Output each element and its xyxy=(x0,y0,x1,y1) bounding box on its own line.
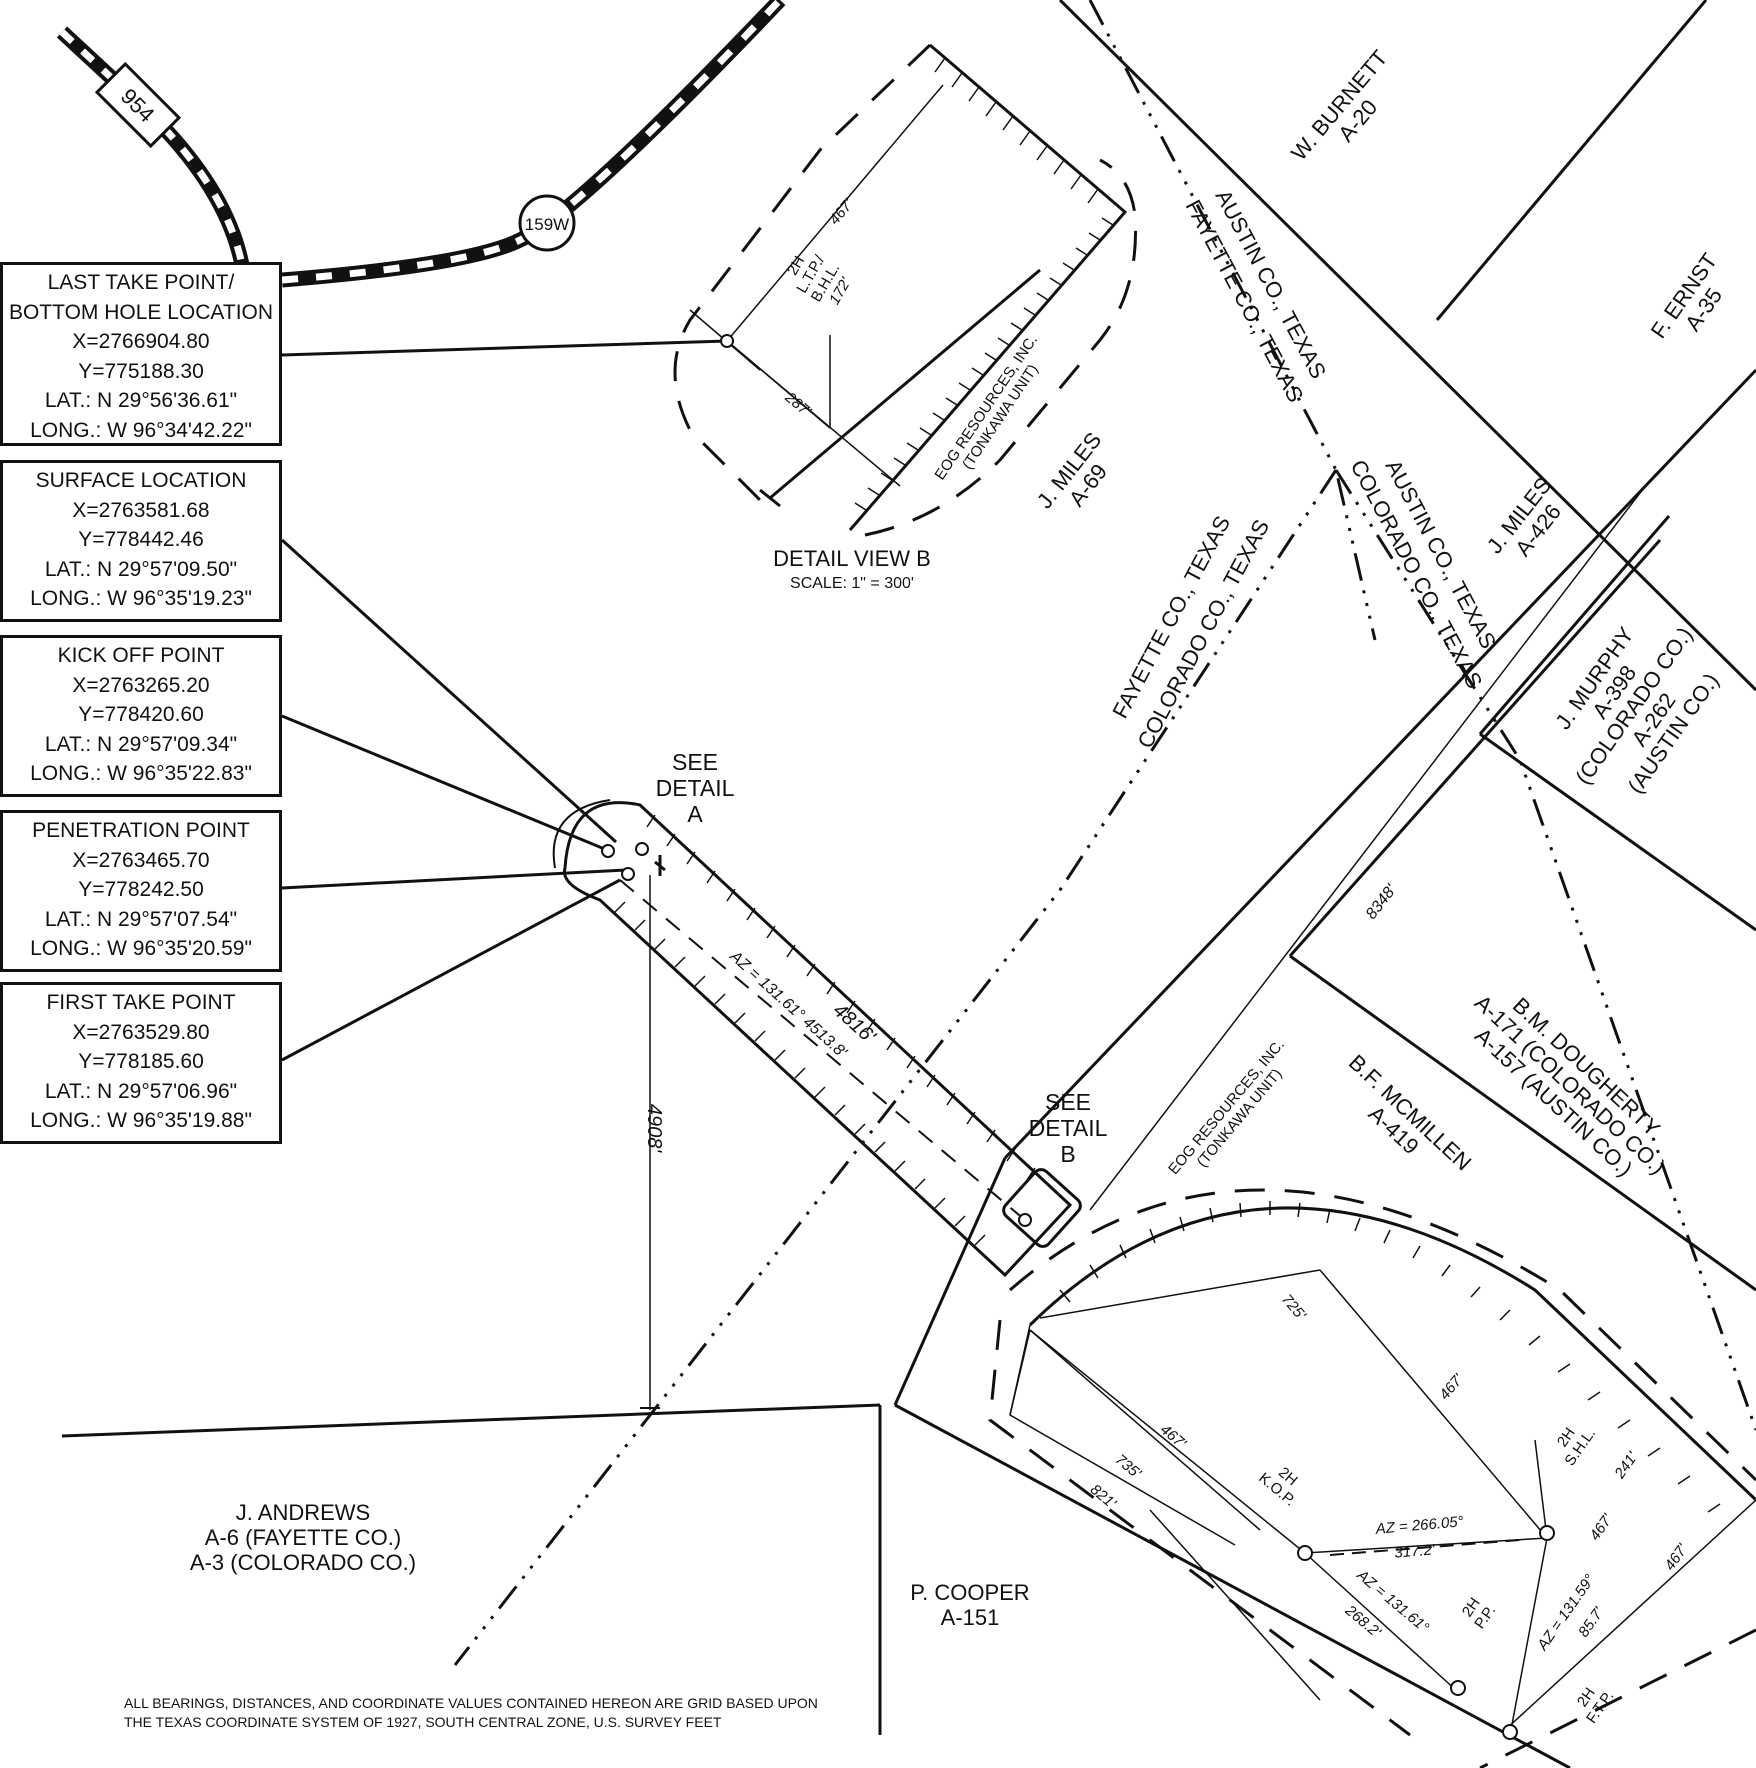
survey-cooper-abstract: A-151 xyxy=(941,1605,1000,1630)
detail-b-dim-467: 467' xyxy=(826,195,858,228)
penetration-point-box: PENETRATION POINT X=2763465.70 Y=778242.… xyxy=(0,810,282,972)
ftp-y: Y=778185.60 xyxy=(78,1050,204,1073)
survey-andrews-name: J. ANDREWS xyxy=(236,1500,370,1525)
survey-andrews-a6: A-6 (FAYETTE CO.) xyxy=(205,1525,401,1550)
survey-cooper-name: P. COOPER xyxy=(910,1580,1029,1605)
county-labels: AUSTIN CO., TEXAS FAYETTE CO., TEXAS AUS… xyxy=(1107,186,1501,753)
shl-x: X=2763581.68 xyxy=(72,498,210,522)
survey-dougherty-a171: A-171 (COLORADO CO.) xyxy=(1470,990,1670,1179)
lateral-azimuth: AZ = 131.61° 4513.8' xyxy=(726,947,851,1062)
road-159w: 159W xyxy=(281,0,786,288)
ltp-title-1: LAST TAKE POINT/ xyxy=(47,271,235,294)
road-954: 954 xyxy=(56,26,250,267)
detail-view-b: 467' 287' 2H L.T.P./ B.H.L. 172' EOG RES… xyxy=(673,43,1138,592)
ftp-long: LONG.: W 96°35'19.88" xyxy=(30,1109,252,1132)
ltp-x: X=2766904.80 xyxy=(72,330,210,353)
detail-view-b-scale: SCALE: 1" = 300' xyxy=(790,575,914,592)
detail-a-dim-735: 735' xyxy=(1112,1451,1145,1483)
pp-y: Y=778242.50 xyxy=(78,878,204,901)
ltp-long: LONG.: W 96°34'42.22" xyxy=(30,418,252,442)
detail-a-az-266: AZ = 266.05° xyxy=(1374,1513,1464,1538)
kop-lat: LAT.: N 29°57'09.34" xyxy=(44,732,238,756)
first-take-point-box: FIRST TAKE POINT X=2763529.80 Y=778185.6… xyxy=(0,982,282,1144)
coordinate-system-note: ALL BEARINGS, DISTANCES, AND COORDINATE … xyxy=(124,1695,818,1730)
see-detail-b: SEE DETAIL B xyxy=(1029,1089,1108,1167)
kick-off-point-box: KICK OFF POINT X=2763265.20 Y=778420.60 … xyxy=(0,635,282,797)
survey-lines xyxy=(61,0,1756,1768)
kop-x: X=2763265.20 xyxy=(72,673,210,697)
detail-a-dist-317: 317.2' xyxy=(1394,1541,1437,1562)
shl-long: LONG.: W 96°35'19.23" xyxy=(30,587,252,610)
distance-8348: 8348' xyxy=(1363,881,1401,923)
pp-long: LONG.: W 96°35'20.59" xyxy=(30,937,252,960)
kop-y: Y=778420.60 xyxy=(78,703,204,726)
ltp-lat: LAT.: N 29°56'36.61" xyxy=(44,389,238,412)
detail-a-dim-467b: 467' xyxy=(1157,1421,1190,1453)
lateral-offset-4908: 4908' xyxy=(643,1104,665,1153)
road-159w-label: 159W xyxy=(525,215,569,234)
detail-a-operator: EOG RESOURCES, INC. xyxy=(1165,1036,1288,1178)
see-detail-a: SEE DETAIL A xyxy=(656,749,735,827)
leader-lines xyxy=(280,339,728,1062)
survey-burnett-name: W. BURNETT xyxy=(1286,45,1392,165)
pp-title: PENETRATION POINT xyxy=(32,819,250,842)
pp-x: X=2763465.70 xyxy=(72,848,210,872)
pp-lat: LAT.: N 29°57'07.54" xyxy=(44,907,238,931)
see-detail-b-line3: B xyxy=(1060,1141,1075,1167)
detail-a-dim-467d: 467' xyxy=(1661,1540,1692,1574)
shl-title: SURFACE LOCATION xyxy=(35,469,247,492)
shl-y: Y=778442.46 xyxy=(78,528,204,551)
county-lines xyxy=(453,0,1756,1666)
lateral-corridor: AZ = 131.61° 4513.8' 4816' 4908' xyxy=(552,799,1082,1410)
detail-a-dist-268: 268.2' xyxy=(1341,1601,1385,1641)
ltp-y: Y=775188.30 xyxy=(78,359,204,383)
survey-andrews-a3: A-3 (COLORADO CO.) xyxy=(190,1550,416,1575)
detail-a-dim-241: 241' xyxy=(1611,1448,1642,1482)
distance-line-8348 xyxy=(1089,479,1651,1211)
detail-a-dist-85: 85.7' xyxy=(1575,1603,1608,1640)
detail-view-b-title: DETAIL VIEW B xyxy=(773,546,931,571)
ftp-lat: LAT.: N 29°57'06.96" xyxy=(44,1079,238,1103)
detail-a-dim-467c: 467' xyxy=(1586,1510,1617,1544)
survey-mcmillen-name: B.F. MCMILLEN xyxy=(1344,1050,1476,1176)
shl-lat: LAT.: N 29°57'09.50" xyxy=(44,557,238,581)
ftp-x: X=2763529.80 xyxy=(72,1020,210,1044)
survey-labels: W. BURNETT A-20 F. ERNST A-35 J. MILES A… xyxy=(190,45,1727,1630)
ftp-title: FIRST TAKE POINT xyxy=(46,991,236,1014)
kop-long: LONG.: W 96°35'22.83" xyxy=(30,762,252,785)
detail-a-dim-821: 821' xyxy=(1087,1481,1120,1513)
see-detail-a-line2: DETAIL xyxy=(656,775,735,801)
see-detail-b-line2: DETAIL xyxy=(1029,1115,1108,1141)
last-take-point-box: LAST TAKE POINT/ BOTTOM HOLE LOCATION X=… xyxy=(0,262,282,446)
detail-a-dim-467a: 467' xyxy=(1436,1370,1468,1403)
detail-b-dim-287: 287' xyxy=(781,388,815,420)
kop-title: KICK OFF POINT xyxy=(57,644,225,667)
ltp-title-2: BOTTOM HOLE LOCATION xyxy=(8,300,274,324)
see-detail-b-line1: SEE xyxy=(1045,1089,1091,1115)
detail-a-dim-725: 725' xyxy=(1278,1291,1310,1324)
surface-location-box: SURFACE LOCATION X=2763581.68 Y=778442.4… xyxy=(0,460,282,622)
see-detail-a-line1: SEE xyxy=(672,749,718,775)
see-detail-a-line3: A xyxy=(687,801,703,827)
